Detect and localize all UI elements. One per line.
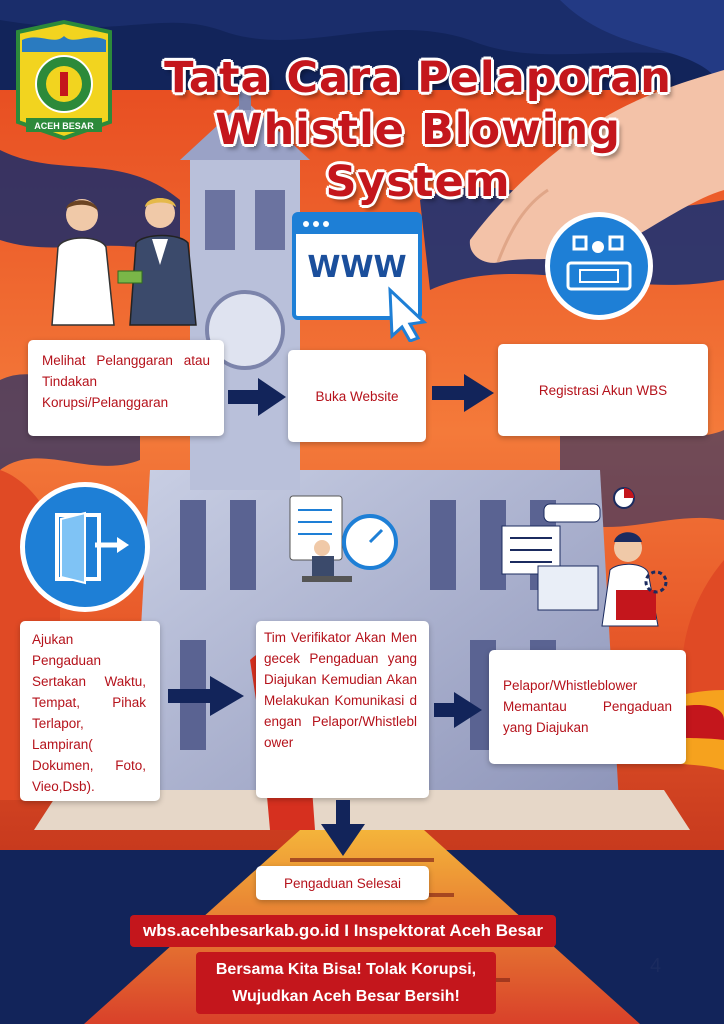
step-3-text: Registrasi Akun WBS — [538, 382, 668, 398]
step-6-card: Pelapor/Whistleblower Memantau Pengaduan… — [489, 650, 686, 764]
step-2-card: Buka Website — [288, 350, 426, 442]
step-6-text: Pelapor/Whistleblower Memantau Pengaduan… — [503, 678, 672, 735]
aceh-besar-logo: ACEH BESAR — [16, 19, 112, 140]
verifier-illustration — [289, 495, 398, 582]
step-4-text: Ajukan Pengaduan Sertakan Waktu, Tempat,… — [32, 632, 146, 794]
slogan-line-2: Wujudkan Aceh Besar Bersih! — [232, 988, 460, 1005]
step-1-card: Melihat Pelanggaran atau Tindakan Korups… — [28, 340, 224, 436]
step-7-text: Pengaduan Selesai — [283, 875, 402, 891]
arrow-step5-to-step6 — [434, 692, 482, 728]
monitoring-illustration — [501, 487, 668, 627]
arrow-step5-to-step7 — [321, 800, 365, 856]
logo-text: ACEH BESAR — [34, 121, 94, 131]
slogan-line-1: Bersama Kita Bisa! Tolak Korupsi, — [215, 961, 477, 978]
www-label: WWW — [307, 250, 407, 285]
step-2-text: Buka Website — [315, 388, 399, 404]
slogan-banner: Bersama Kita Bisa! Tolak Korupsi, Wujudk… — [196, 952, 496, 1014]
arrow-step4-to-step5 — [168, 676, 244, 716]
step-7-card: Pengaduan Selesai — [256, 866, 429, 900]
website-banner: wbs.acehbesarkab.go.id I Inspektorat Ace… — [130, 915, 556, 947]
arrow-step1-to-step2 — [228, 378, 286, 416]
registration-icon — [545, 212, 653, 320]
submit-door-icon — [20, 482, 150, 612]
step-5-card: Tim Verifikator Akan Mengecek Pengaduan … — [256, 621, 429, 798]
arrow-step2-to-step3 — [432, 374, 494, 412]
step-4-card: Ajukan Pengaduan Sertakan Waktu, Tempat,… — [20, 621, 160, 801]
step-5-text: Tim Verifikator Akan Mengecek Pengaduan … — [264, 630, 417, 750]
step-1-text: Melihat Pelanggaran atau Tindakan Korups… — [42, 353, 210, 410]
page-number: 4 — [650, 955, 662, 977]
browser-icon: WWW — [292, 212, 428, 343]
page-title: Tata Cara Pelaporan Whistle Blowing Syst… — [118, 52, 718, 208]
title-line-1: Tata Cara Pelaporan — [164, 53, 672, 103]
step-3-card: Registrasi Akun WBS — [498, 344, 708, 436]
website-text: wbs.acehbesarkab.go.id I Inspektorat Ace… — [143, 921, 543, 940]
bribery-people-illustration — [51, 198, 197, 326]
title-line-2: Whistle Blowing System — [215, 105, 621, 207]
